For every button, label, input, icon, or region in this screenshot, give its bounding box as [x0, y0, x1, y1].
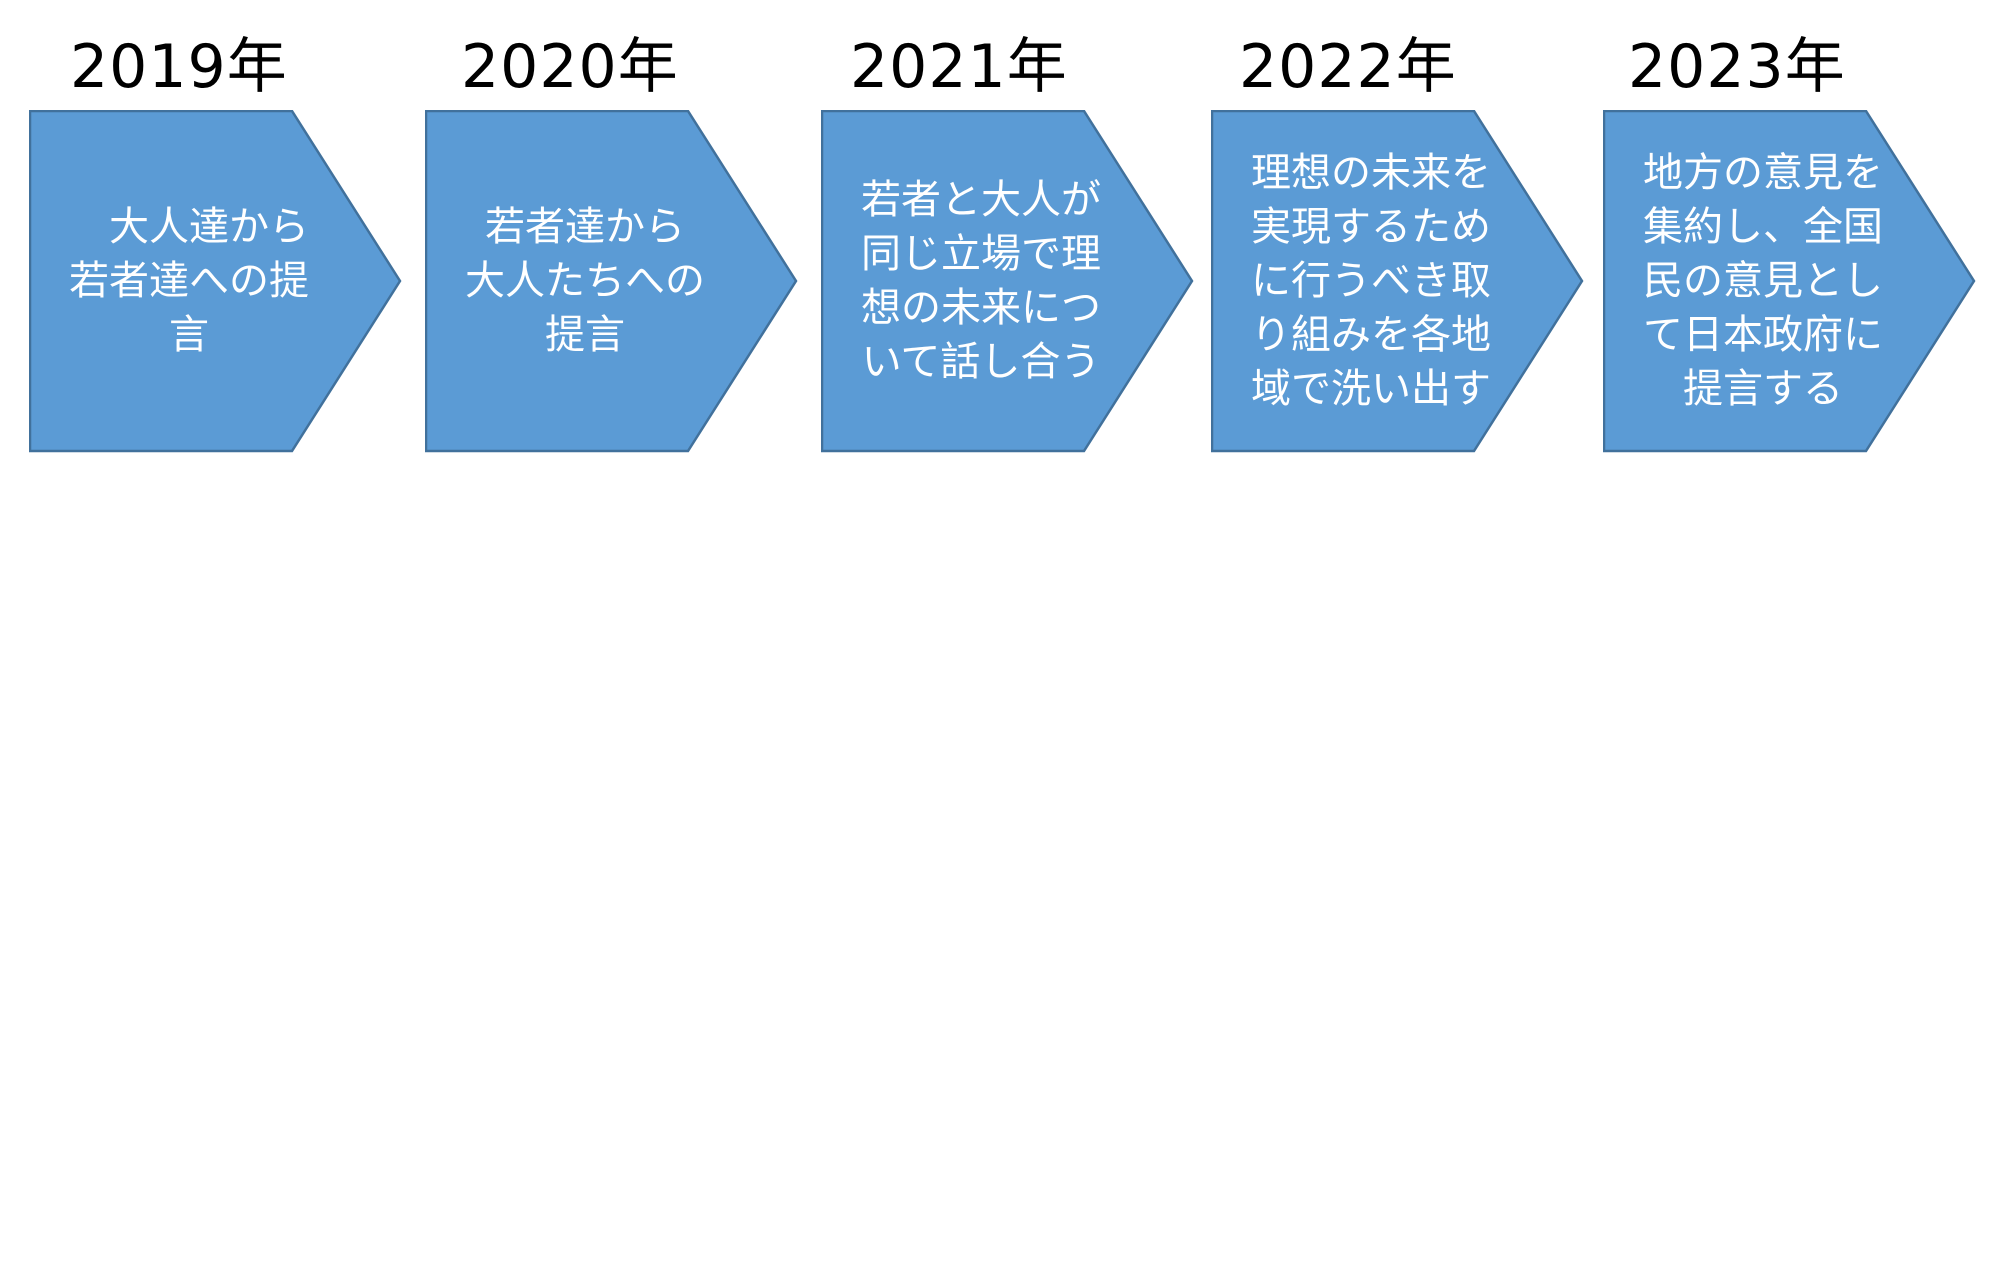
- year-label: 2019年: [70, 32, 288, 102]
- step-description: 理想の未来を実現するために行うべき取り組みを各地域で洗い出す: [1225, 110, 1517, 451]
- step-description: 若者達から大人たちへの提言: [439, 110, 731, 451]
- description-line: 提言する: [1683, 365, 1843, 412]
- timeline-step-2020: 若者達から大人たちへの提言: [425, 110, 798, 453]
- description-line: 若者達への提: [69, 257, 309, 304]
- timeline-step-2021: 若者と大人が同じ立場で理想の未来について話し合う: [821, 110, 1194, 453]
- description-line: 民の意見とし: [1643, 257, 1883, 304]
- description-line: に行うべき取: [1251, 257, 1491, 304]
- year-label: 2020年: [461, 32, 679, 102]
- chevron-shape: [1211, 110, 1584, 453]
- description-line: 実現するため: [1251, 203, 1491, 250]
- chevron-shape: [821, 110, 1194, 453]
- description-line: 集約し、全国: [1643, 203, 1883, 250]
- description-line: 大人たちへの: [465, 257, 705, 304]
- description-line: 若者と大人が: [861, 176, 1101, 223]
- description-line: 地方の意見を: [1643, 149, 1883, 196]
- step-description: 大人達から若者達への提言: [43, 110, 335, 451]
- description-line: いて話し合う: [861, 338, 1101, 385]
- description-line: 想の未来につ: [861, 284, 1101, 331]
- description-line: 提言: [545, 311, 625, 358]
- description-line: 理想の未来を: [1251, 149, 1491, 196]
- timeline-step-2019: 大人達から若者達への提言: [29, 110, 402, 453]
- description-line: 言: [169, 311, 209, 358]
- description-line: 大人達から: [69, 203, 309, 250]
- description-line: 同じ立場で理: [861, 230, 1101, 277]
- timeline-step-2023: 地方の意見を集約し、全国民の意見として日本政府に提言する: [1603, 110, 1976, 453]
- description-line: て日本政府に: [1643, 311, 1883, 358]
- chevron-shape: [425, 110, 798, 453]
- timeline-step-2022: 理想の未来を実現するために行うべき取り組みを各地域で洗い出す: [1211, 110, 1584, 453]
- year-label: 2022年: [1239, 32, 1457, 102]
- step-description: 若者と大人が同じ立場で理想の未来について話し合う: [835, 110, 1127, 451]
- year-label: 2023年: [1628, 32, 1846, 102]
- description-line: り組みを各地: [1251, 311, 1491, 358]
- year-label: 2021年: [850, 32, 1068, 102]
- description-line: 域で洗い出す: [1251, 365, 1491, 412]
- chevron-shape: [1603, 110, 1976, 453]
- step-description: 地方の意見を集約し、全国民の意見として日本政府に提言する: [1617, 110, 1909, 451]
- chevron-shape: [29, 110, 402, 453]
- description-line: 若者達から: [485, 203, 685, 250]
